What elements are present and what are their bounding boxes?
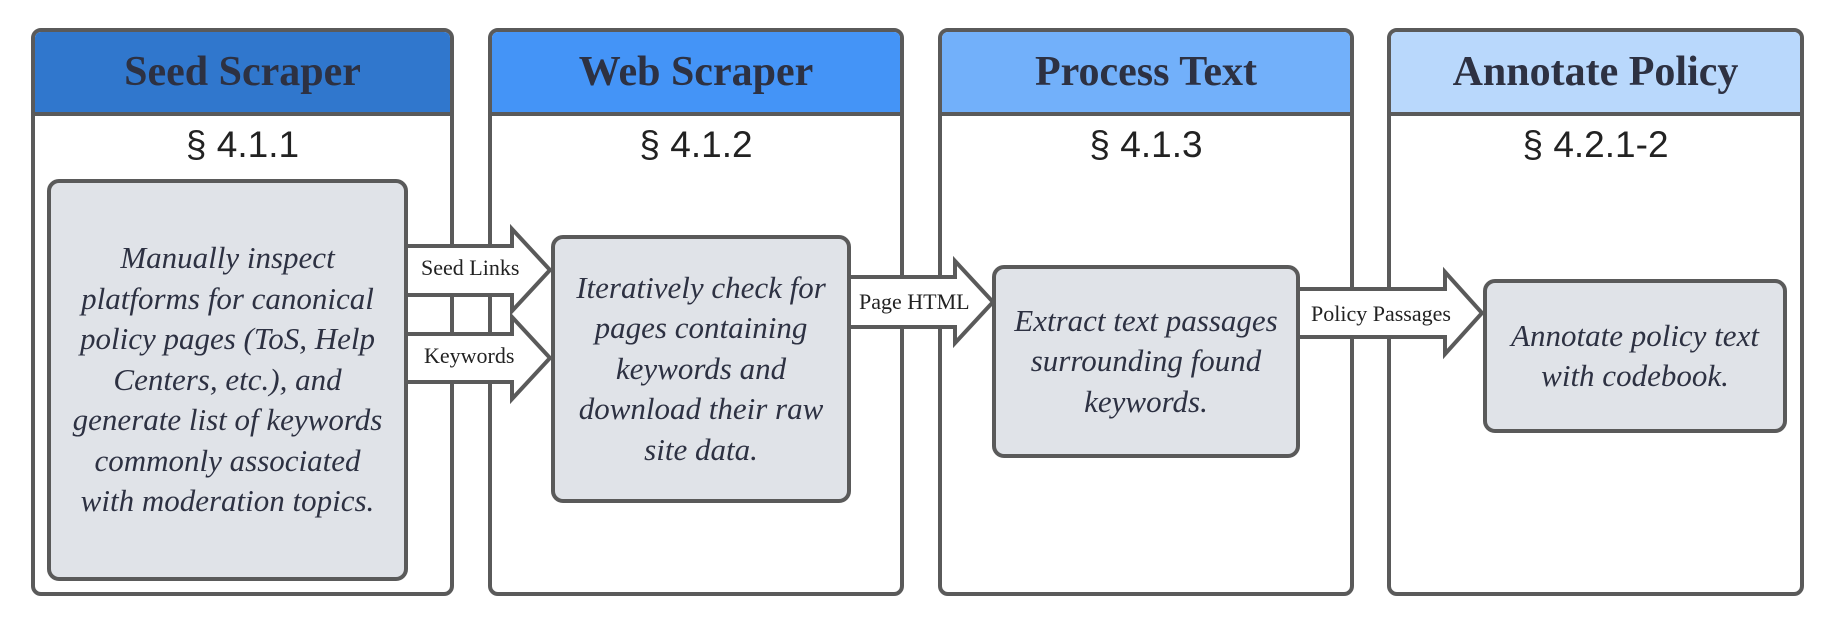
arrow-label-keywords: Keywords [424,343,515,368]
panel-title: Process Text [942,32,1350,116]
policy-passages-arrow [1296,266,1485,360]
section-reference: § 4.1.2 [639,124,753,165]
arrow-label-page-html: Page HTML [859,289,970,314]
panel-title: Web Scraper [492,32,900,116]
step-box-seed-scraper: Manually inspect platforms for canonical… [47,179,408,581]
seed-links-arrow [404,223,553,317]
arrow-label-policy-passages: Policy Passages [1311,301,1451,326]
panel-title: Annotate Policy [1391,32,1800,116]
arrow-label-seed-links: Seed Links [421,255,520,280]
keywords-arrow [404,311,553,405]
section-reference: § 4.1.3 [1089,124,1203,165]
section-reference: § 4.1.1 [185,124,300,165]
panel-title: Seed Scraper [35,32,450,116]
step-box-annotate-policy: Annotate policy text with codebook. [1483,279,1787,433]
section-reference: § 4.2.1-2 [1522,124,1669,165]
step-box-process-text: Extract text passages surrounding found … [992,265,1300,458]
step-box-web-scraper: Iteratively check for pages containing k… [551,235,851,503]
page-html-arrow [847,255,996,349]
